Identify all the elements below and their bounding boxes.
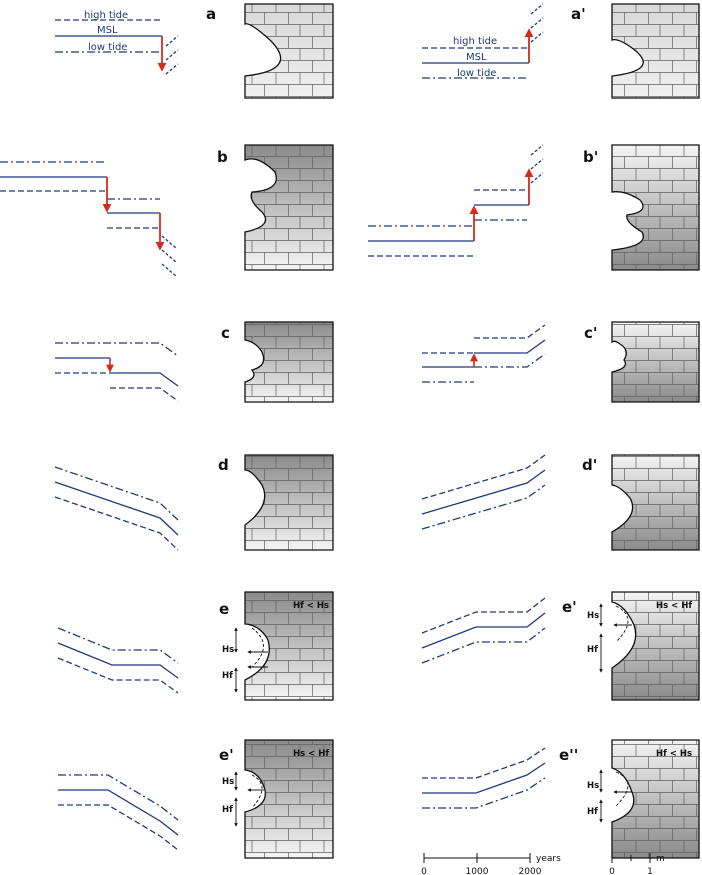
cliff-b [244,144,334,271]
panel-label-a-prime: a' [571,5,586,23]
label-hs-e-double-prime: Hs [587,781,599,791]
legend-high-tide-right: high tide [453,36,497,47]
curve-b-prime [368,144,544,257]
curve-c [55,342,179,402]
panel-label-a: a [206,5,216,23]
time-tick-0: 0 [421,867,427,875]
legend-msl: MSL [97,25,118,36]
relation-e-prime-right: Hs < Hf [656,601,692,611]
panel-label-e-prime-right: e' [562,598,577,616]
cliff-d-prime [611,454,700,551]
time-scale-unit: years [536,854,561,864]
relation-e-double-prime: Hf < Hs [656,749,692,759]
cliff-e [244,591,334,701]
panel-label-d-prime: d' [582,456,597,474]
time-tick-1000: 1000 [466,867,489,875]
curve-e-prime-right [421,597,546,664]
curve-a [55,19,179,75]
label-hs-e-prime-right: Hs [587,611,599,621]
relation-e: Hf < Hs [293,601,329,611]
curve-b [0,161,177,277]
annotation-e-prime-left [234,771,264,827]
panel-label-b-prime: b' [583,148,598,166]
curve-e-prime-left [58,774,179,851]
cliff-e-prime-right [611,591,700,701]
time-tick-2000: 2000 [519,867,542,875]
curve-d-prime [421,454,546,530]
length-tick-0: 0 [609,867,615,875]
legend-high-tide: high tide [84,10,128,21]
time-scale-bar [423,853,531,863]
cliff-c-prime [611,321,700,403]
legend-msl-right: MSL [466,52,487,63]
cliff-a-prime [611,3,700,99]
label-hf-e: Hf [222,671,233,681]
panel-label-d: d [218,456,229,474]
relation-e-prime-left: Hs < Hf [293,749,329,759]
label-hf-e-double-prime: Hf [587,807,598,817]
panel-label-c-prime: c' [584,324,597,342]
curve-e [57,627,179,694]
annotation-e-prime-right [599,603,632,673]
legend-low-tide: low tide [88,42,127,53]
cliff-a [244,3,334,99]
length-scale-unit: m [656,854,665,864]
panel-label-b: b [217,148,228,166]
legend-low-tide-right: low tide [457,68,496,79]
curve-d [54,466,179,551]
panel-label-e-prime-left: e' [219,746,234,764]
label-hs-e: Hs [222,645,234,655]
panel-label-e: e [219,600,229,618]
cliff-e-prime-left [244,739,334,859]
curve-e-double-prime [422,747,546,809]
length-scale-bar [611,853,651,863]
panel-label-e-double-prime: e'' [559,746,578,764]
label-hf-e-prime-right: Hf [587,645,598,655]
annotation-e-double-prime [599,769,632,823]
curve-a-prime [422,3,544,79]
cliff-d [244,454,334,551]
cliff-c [244,321,334,403]
label-hs-e-prime-left: Hs [222,777,234,787]
cliff-e-double-prime [611,739,700,859]
panel-label-c: c [221,324,230,342]
cliff-b-prime [611,144,700,271]
annotation-e [234,627,268,693]
label-hf-e-prime-left: Hf [222,805,233,815]
length-tick-1: 1 [647,867,653,875]
curve-c-prime [422,324,546,383]
